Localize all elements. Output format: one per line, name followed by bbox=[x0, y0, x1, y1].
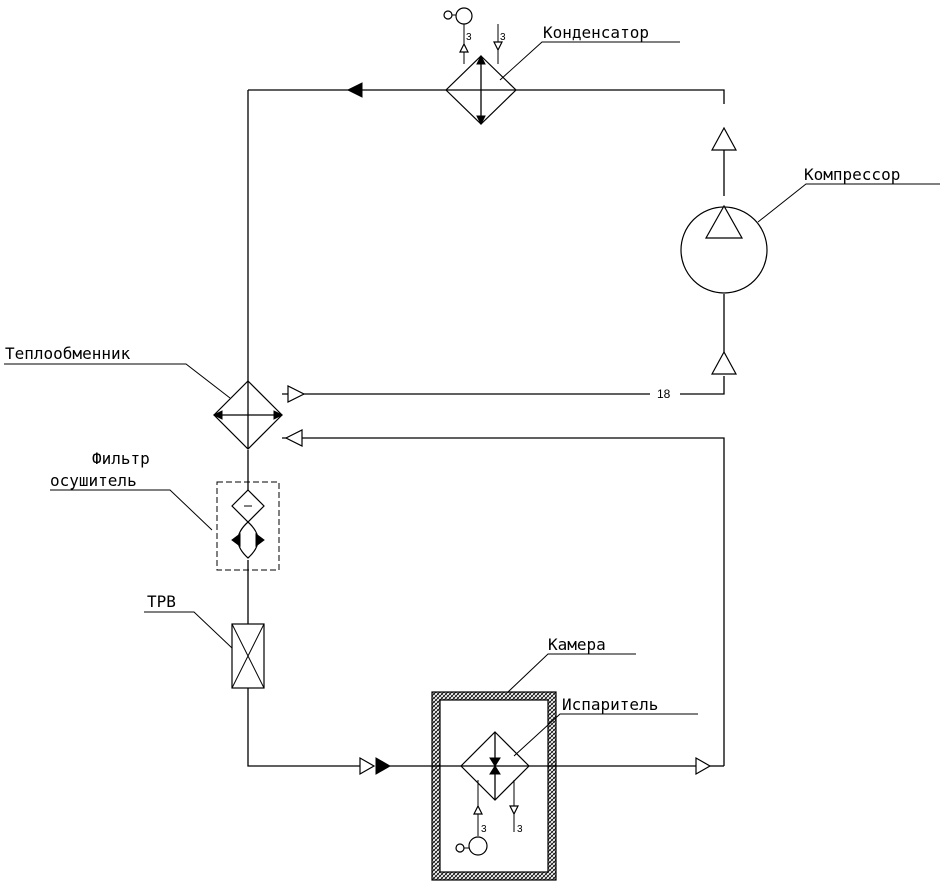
compressor-symbol bbox=[704, 204, 744, 239]
pipe-suction-right bbox=[680, 376, 725, 395]
pipe-trv-down bbox=[247, 688, 360, 767]
compressor bbox=[680, 126, 940, 375]
condenser-leader bbox=[499, 41, 680, 81]
evaporator: 3 3 bbox=[455, 713, 698, 856]
heat-exchanger-arrow-right bbox=[273, 410, 284, 420]
condenser-port-right-mark: 3 bbox=[500, 32, 506, 43]
condenser-pump-small bbox=[443, 10, 453, 20]
pipe-top-right bbox=[516, 89, 725, 104]
filter-leader bbox=[50, 489, 213, 531]
filter-dashed-box bbox=[216, 481, 280, 571]
compressor-label: Компрессор bbox=[804, 165, 900, 184]
drier-right-mark bbox=[255, 533, 265, 547]
evap-port-left-mark: 3 bbox=[481, 824, 487, 835]
compressor-leader bbox=[757, 183, 940, 223]
evaporator-valve-bottom bbox=[489, 765, 501, 775]
pipe-lines bbox=[247, 89, 725, 767]
condenser-port-left-arrow bbox=[459, 42, 469, 53]
filter-drier bbox=[50, 481, 280, 571]
evap-port-right-arrow bbox=[509, 805, 519, 816]
flow-arrow-top bbox=[346, 82, 363, 98]
flow-arrow-bottom-solid bbox=[375, 757, 392, 775]
pipe-return bbox=[282, 437, 725, 766]
chamber bbox=[431, 653, 636, 881]
evap-pump-circle bbox=[468, 836, 488, 856]
compressor-arrow-in-bottom bbox=[710, 350, 738, 375]
filter-label-line2: осушитель bbox=[50, 471, 137, 490]
condenser: 3 3 bbox=[443, 7, 680, 126]
condenser-arrow-top bbox=[476, 54, 486, 65]
evap-port-left-arrow bbox=[473, 804, 483, 815]
hx-return-arrow bbox=[284, 429, 303, 447]
drier-left-mark bbox=[231, 533, 241, 547]
flow-arrow-evap-out bbox=[695, 756, 712, 776]
compressor-arrow-in-top bbox=[710, 126, 738, 151]
condenser-port-right-arrow bbox=[493, 41, 503, 52]
heat-exchanger-label: Теплообменник bbox=[5, 344, 131, 363]
trv-valve bbox=[144, 611, 265, 689]
evap-pump-small bbox=[455, 843, 465, 853]
heat-exchanger-arrow-left bbox=[212, 410, 223, 420]
line-number: 18 bbox=[657, 387, 671, 401]
trv-label: TPB bbox=[147, 592, 176, 611]
chamber-leader bbox=[507, 653, 636, 693]
evaporator-leader bbox=[513, 713, 698, 757]
label-underlines bbox=[4, 363, 186, 491]
trv-cross-2 bbox=[231, 623, 265, 689]
drier-element bbox=[237, 521, 259, 559]
evap-port-right-mark: 3 bbox=[517, 824, 523, 835]
condenser-port-left-mark: 3 bbox=[466, 32, 472, 43]
evaporator-valve-top bbox=[489, 757, 501, 767]
flow-arrow-bottom-open bbox=[359, 756, 376, 776]
evaporator-label: Испаритель bbox=[562, 695, 658, 714]
trv-leader bbox=[144, 611, 233, 649]
hx-suction-arrow bbox=[287, 385, 306, 403]
condenser-arrow-bottom bbox=[476, 115, 486, 126]
heat-exchanger bbox=[4, 363, 306, 450]
heat-exchanger-leader bbox=[4, 363, 231, 399]
condenser-pump-circle bbox=[455, 7, 473, 25]
chamber-label: Камера bbox=[548, 635, 606, 654]
condenser-label: Конденсатор bbox=[543, 23, 649, 42]
filter-label-line1: Фильтр bbox=[92, 449, 150, 468]
